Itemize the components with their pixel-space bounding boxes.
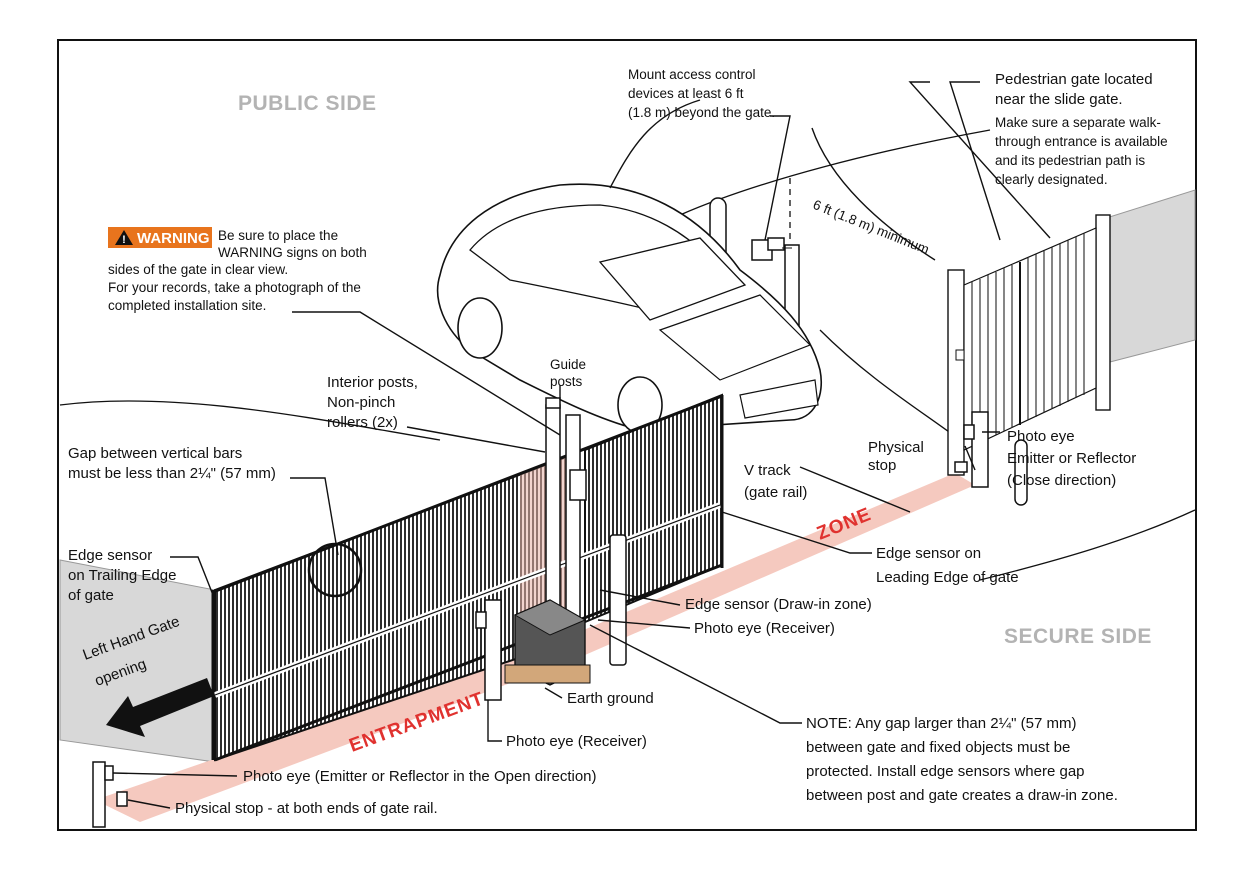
edge-leading-label-1: Edge sensor on: [876, 545, 981, 562]
edge-trailing-label-1: Edge sensor: [68, 547, 152, 564]
secure-side-label: SECURE SIDE: [1004, 625, 1152, 648]
edge-drawin-label: Edge sensor (Draw-in zone): [685, 596, 872, 613]
interior-posts-label-1: Interior posts,: [327, 374, 418, 391]
interior-posts-label-2: Non-pinch: [327, 394, 395, 411]
note-line-1: NOTE: Any gap larger than 2¼" (57 mm): [806, 715, 1076, 732]
edge-leading-label-2: Leading Edge of gate: [876, 569, 1019, 586]
warning-text-3: sides of the gate in clear view.: [108, 262, 288, 277]
open-photo-eye: [104, 765, 114, 781]
warning-triangle-icon: [115, 230, 133, 245]
road-edge-right: [819, 329, 961, 441]
physical-stop-bottom-label: Physical stop - at both ends of gate rai…: [175, 800, 438, 817]
right-wall: [1099, 189, 1196, 363]
guide-posts-label-1: Guide: [550, 357, 586, 372]
edge-trailing-label-2: on Trailing Edge: [68, 567, 176, 584]
photo-eye-close-label-1: Photo eye: [1007, 428, 1075, 445]
mount-text-3: (1.8 m) beyond the gate.: [628, 105, 775, 120]
physical-stop-top-label-1: Physical: [868, 439, 924, 456]
photo-eye-receiver: [475, 611, 487, 629]
road-edge-secure: [979, 509, 1196, 581]
photo-eye-close-label-3: (Close direction): [1007, 472, 1116, 489]
svg-text:!: !: [122, 234, 126, 246]
pedestrian-text-6: clearly designated.: [995, 172, 1108, 187]
photo-eye-close-label-2: Emitter or Reflector: [1007, 450, 1136, 467]
physical-stop-bottom-block: [116, 791, 128, 807]
pedestrian-text-5: and its pedestrian path is: [995, 153, 1145, 168]
gate-top-rail: [212, 394, 723, 594]
warning-text-1: Be sure to place the: [218, 228, 338, 243]
pedestrian-text-4: through entrance is available: [995, 134, 1168, 149]
pedestrian-text-2: near the slide gate.: [995, 91, 1123, 108]
warning-text-5: completed installation site.: [108, 298, 266, 313]
guide-posts: [545, 397, 587, 656]
v-track-label-1: V track: [744, 462, 791, 479]
gap-highlight-circle: [307, 542, 363, 598]
secure-bollard: [1014, 439, 1028, 506]
photo-eye-receiver-post: [484, 599, 502, 701]
photo-eye-receiver-label-1: Photo eye (Receiver): [694, 620, 835, 637]
mount-text-1: Mount access control: [628, 67, 756, 82]
note-line-4: between post and gate creates a draw-in …: [806, 787, 1118, 804]
warning-badge-text: WARNING: [137, 230, 210, 247]
gap-bars-label-1: Gap between vertical bars: [68, 445, 242, 462]
pedestrian-text-3: Make sure a separate walk-: [995, 115, 1161, 130]
guide-posts-label-2: posts: [550, 374, 583, 389]
leader-lines: [112, 81, 1051, 809]
gate-reflector-bollard: [609, 534, 627, 666]
close-photo-eye: [963, 424, 975, 440]
photo-eye-open-label: Photo eye (Emitter or Reflector in the O…: [243, 768, 597, 785]
warning-text-2: WARNING signs on both: [218, 245, 367, 260]
pedestrian-gate: [947, 214, 1111, 476]
edge-trailing-label-3: of gate: [68, 587, 114, 604]
note-line-3: protected. Install edge sensors where ga…: [806, 763, 1085, 780]
physical-stop-top-block: [954, 461, 968, 473]
interior-posts-label-3: rollers (2x): [327, 414, 398, 431]
public-ground-curve: [59, 400, 441, 441]
public-side-label: PUBLIC SIDE: [238, 92, 377, 115]
warning-badge: ! WARNING: [108, 227, 212, 248]
v-track-label-2: (gate rail): [744, 484, 807, 501]
open-photo-eye-post: [92, 761, 106, 828]
mount-leader-curve: [609, 99, 701, 189]
entrapment-zone-stripe: [95, 473, 975, 822]
car: [436, 183, 822, 434]
earth-ground-label: Earth ground: [567, 690, 654, 707]
gate-operator: [504, 599, 591, 686]
photo-eye-receiver-label-2: Photo eye (Receiver): [506, 733, 647, 750]
warning-text-4: For your records, take a photograph of t…: [108, 280, 361, 295]
left-hand-opening-arrow: [106, 678, 214, 737]
pedestrian-text-1: Pedestrian gate located: [995, 71, 1153, 88]
note-line-2: between gate and fixed objects must be: [806, 739, 1070, 756]
physical-stop-top-label-2: stop: [868, 457, 896, 474]
gap-bars-label-2: must be less than 2¼" (57 mm): [68, 465, 276, 482]
close-photo-eye-post: [971, 411, 989, 488]
mount-text-2: devices at least 6 ft: [628, 86, 744, 101]
